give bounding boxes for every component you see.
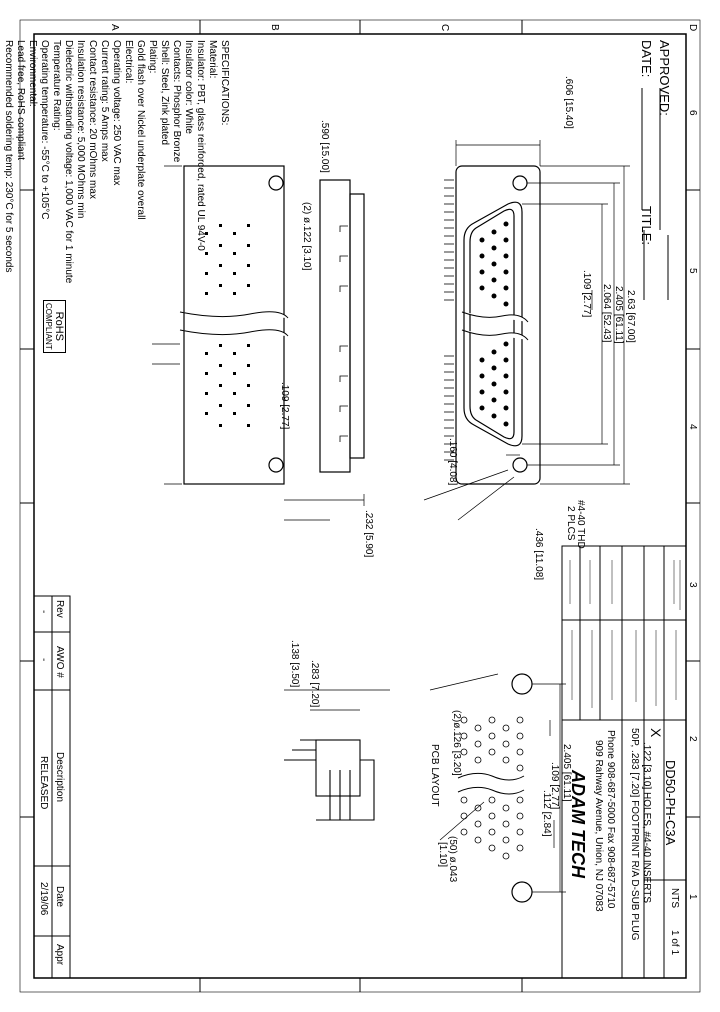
spec-line: Contacts: Phosphor Bronze: [171, 40, 182, 163]
spec-heading: SPECIFICATIONS:: [219, 40, 230, 126]
dim-overall-length: 2.63 [67.00]: [625, 290, 636, 343]
dim-hole-offset: .160 [4.08]: [447, 438, 458, 486]
pcb-layout-label: PCB LAYOUT: [429, 744, 440, 807]
rev-cell-rev: -: [38, 610, 49, 614]
rohs-label: RoHS: [53, 311, 65, 341]
thread-note-2: 2 PLCS: [565, 506, 576, 541]
dim-mount-spacing: 2.405 [61.11]: [613, 286, 624, 344]
spec-line: Operating temperature: -55°C to +105°C: [39, 40, 50, 220]
border-letter-d: D: [687, 24, 698, 32]
spec-line: Temperature Rating:: [51, 40, 62, 131]
date-label: DATE:: [639, 40, 654, 78]
rev-cell-description: RELEASED: [38, 756, 49, 810]
border-number-5: 5: [687, 268, 698, 274]
rev-cell-date: 2/19/06: [38, 882, 49, 916]
dim-pin-pitch: .109 [2.77]: [581, 270, 592, 318]
part-description-2: .122 [3.10] HOLES, #4-40 INSERTS: [641, 742, 652, 904]
border-number-4: 4: [687, 424, 698, 430]
border-number-2: 2: [687, 736, 698, 742]
border-number-1: 1: [687, 894, 698, 900]
rev-mark: X: [648, 728, 664, 738]
rev-header-appr: Appr: [54, 944, 65, 966]
dim-shell-depth: .436 [11.08]: [533, 528, 544, 581]
thread-note-1: #4-40 THD: [575, 500, 586, 549]
side-pins: [205, 224, 250, 427]
dim-mounting-hole: (2) ø.122 [3.10]: [301, 202, 312, 271]
rev-header-description: Description: [54, 752, 65, 803]
spec-line: Dielectric withstanding voltage: 1,000 V…: [63, 40, 74, 284]
rohs-badge: RoHS COMPLIANT: [43, 300, 66, 353]
border-letter-a: A: [109, 24, 120, 31]
spec-line: Environmental:: [27, 40, 38, 107]
part-description-1: 50P, .283 [7.20] FOOTPRINT R/A D-SUB PLU…: [629, 728, 640, 941]
spec-line: Insulator color: White: [183, 40, 194, 134]
spec-line: Insulator: PBT, glass reinforced, rated …: [195, 40, 206, 251]
border-number-3: 3: [687, 582, 698, 588]
spec-line: Plating:: [147, 40, 158, 74]
sheet-label: 1 of 1: [669, 930, 680, 956]
approved-label: APPROVED:: [657, 40, 672, 116]
company-address: 909 Rahway Avenue, Union, NJ 07083: [593, 740, 604, 912]
dim-side-pitch: .109 [2.77]: [279, 382, 290, 430]
rev-cell-awo: -: [38, 658, 49, 662]
company-phone: Phone 908-687-5000 Fax 908-687-5710: [605, 730, 616, 909]
spec-line: Electrical:: [123, 40, 134, 84]
dim-pcb-mount-hole: (2)ø.126 [3.20]: [451, 710, 462, 776]
spec-line: Contact resistance: 20 mOhms max: [87, 40, 98, 199]
spec-line: Lead free, RoHS compliant: [15, 40, 26, 161]
dim-pcb-pin-hole-mm: [1.10]: [437, 842, 448, 868]
rev-header-awo: AWO #: [54, 646, 65, 678]
company-name: ADAM TECH: [568, 770, 588, 878]
spec-line: Shell: Steel, Zink plated: [159, 40, 170, 146]
dim-height-a: .606 [15.40]: [563, 76, 574, 129]
spec-line: Recommended soldering temp: 230°C for 5 …: [3, 40, 14, 273]
dim-283: .283 [7.20]: [309, 660, 320, 708]
border-number-6: 6: [687, 110, 698, 116]
front-pins: [479, 221, 509, 427]
border-letter-c: C: [439, 24, 450, 32]
dim-138: .138 [3.50]: [289, 640, 300, 688]
dim-body-depth: .232 [5.90]: [363, 510, 374, 558]
dim-side-width: .590 [15.00]: [319, 120, 330, 173]
spec-line: Gold flash over Nickel underplate overal…: [135, 40, 146, 220]
title-label: TITLE:: [639, 206, 654, 246]
dim-pcb-pin-hole: (50) ø.043: [447, 836, 458, 883]
scale-label: NTS: [669, 888, 680, 908]
rev-header-date: Date: [54, 886, 65, 908]
specifications-block: SPECIFICATIONS: Material: Insulator: PBT…: [2, 40, 230, 283]
border-letter-b: B: [269, 24, 280, 31]
dim-pcb-row: .112 [2.84]: [541, 790, 552, 837]
spec-line: Operating voltage: 250 VAC max: [111, 40, 122, 186]
dim-shell-width: 2.064 [52.43]: [601, 284, 612, 343]
spec-line: Material:: [207, 40, 218, 79]
rev-header-rev: Rev: [54, 600, 65, 618]
part-number: DD50-PH-C3A: [663, 760, 678, 846]
rohs-compliant-label: COMPLIANT: [44, 303, 53, 350]
spec-line: Insulation resistance: 5,000 MOhms min: [75, 40, 86, 219]
pcb-holes: [460, 716, 524, 860]
spec-line: Current rating: 5 Amps max: [99, 40, 110, 162]
